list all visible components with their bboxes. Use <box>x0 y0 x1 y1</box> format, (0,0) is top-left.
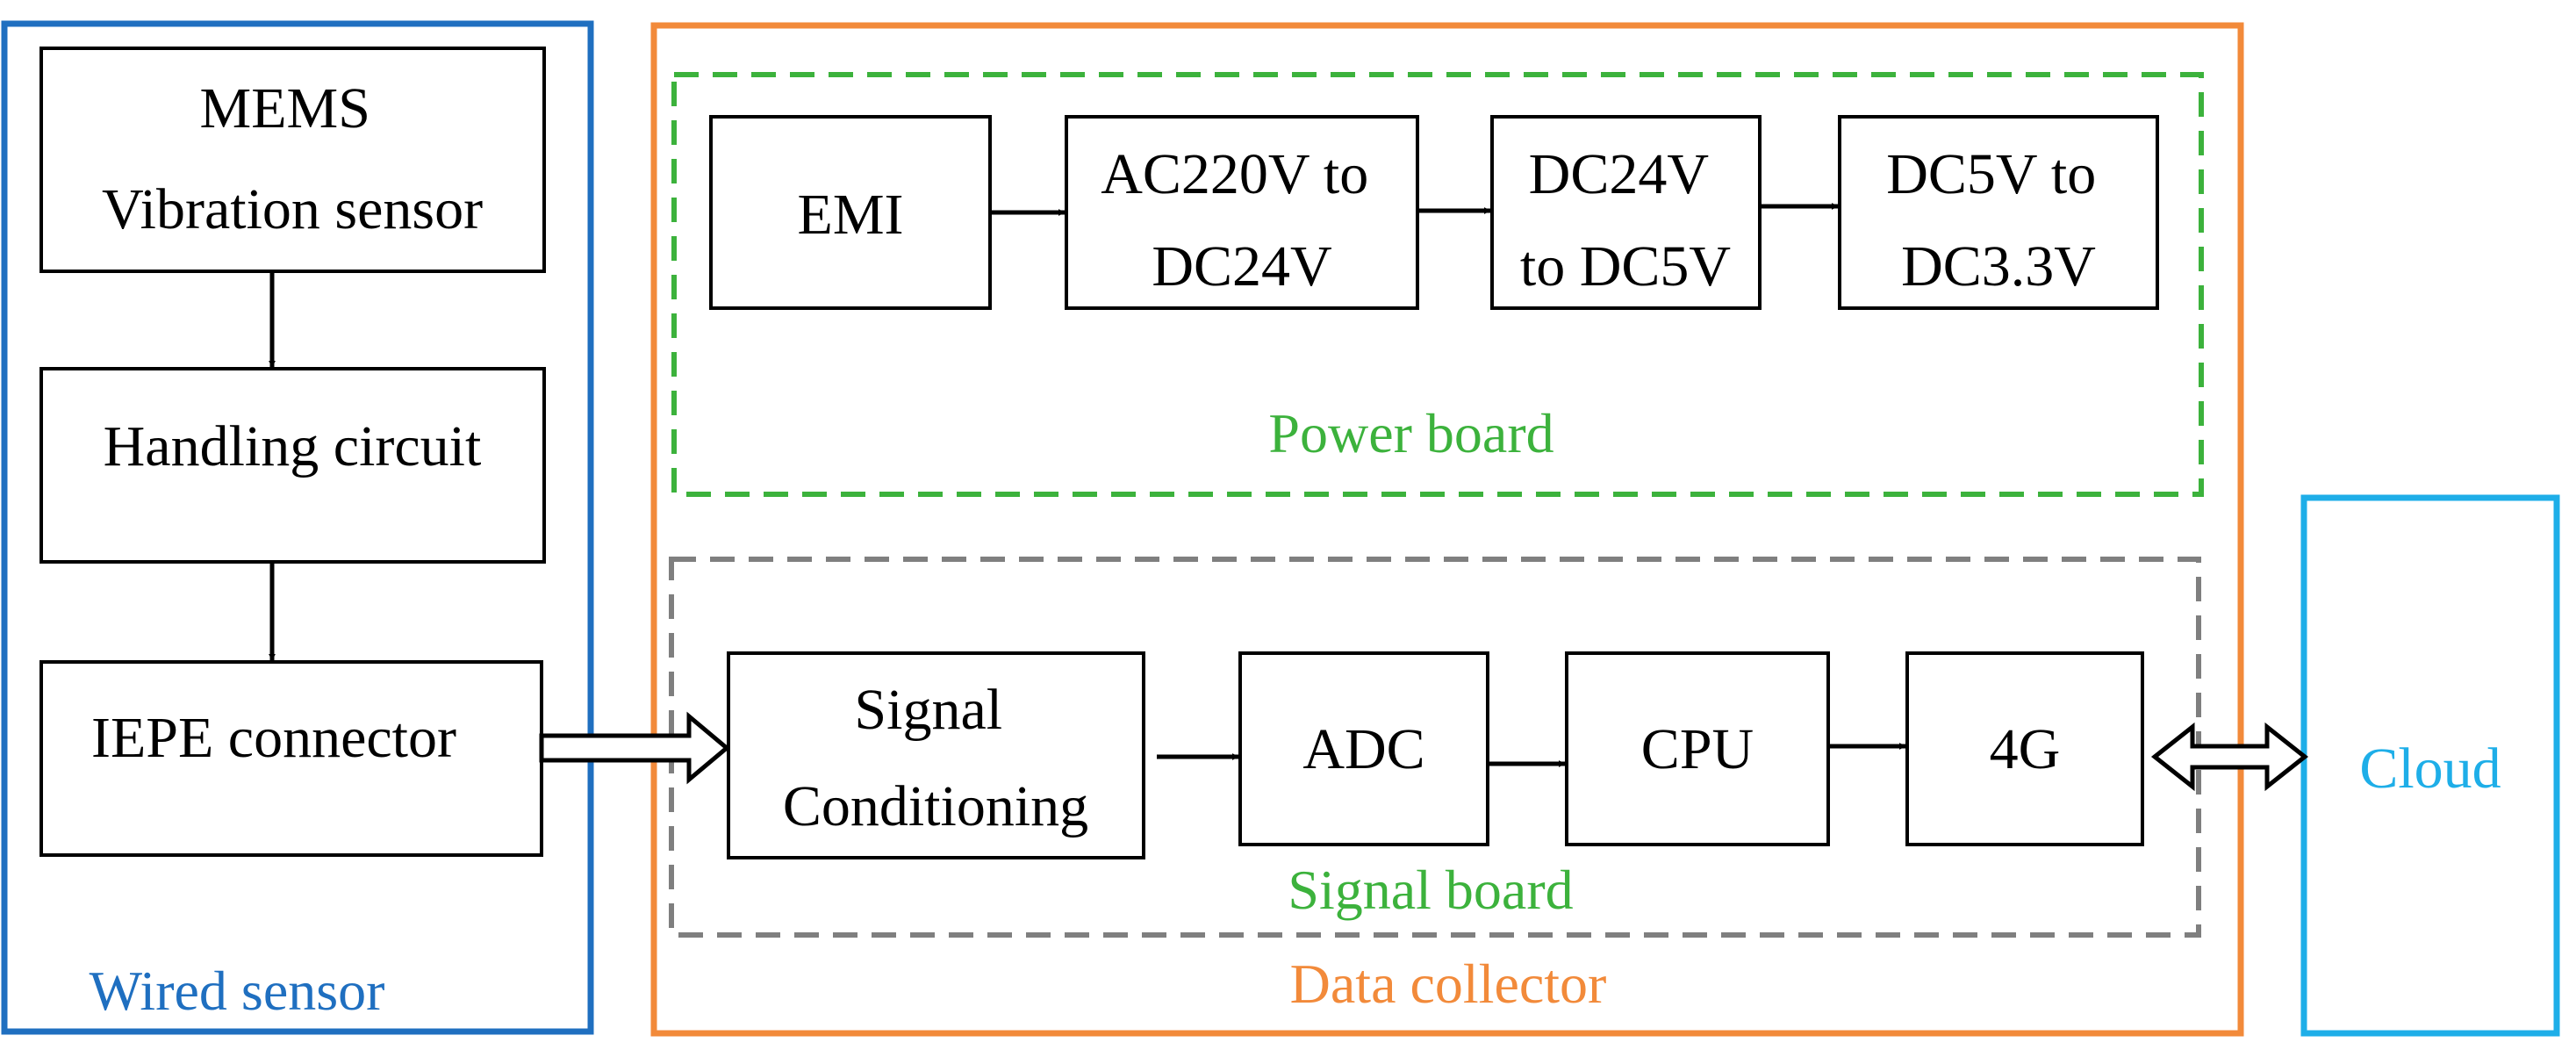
dc5-line-1: DC5V to <box>1886 142 2096 206</box>
wired-sensor-label: Wired sensor <box>90 960 385 1022</box>
mems-line-1: MEMS <box>200 76 370 140</box>
emi-text: EMI <box>798 183 904 247</box>
4g-text: 4G <box>1990 717 2061 781</box>
ac220-to-dc24-block <box>1065 115 1419 310</box>
ac220-line-2: DC24V <box>1152 234 1331 298</box>
ac220-line-1: AC220V to <box>1101 142 1368 206</box>
dc5-line-2: DC3.3V <box>1901 234 2096 298</box>
4g-block <box>1905 651 2144 846</box>
svg-text:AC220V to DC24V: AC220V to DC24V <box>1101 142 1383 298</box>
double-hollow-arrow-icon <box>2150 722 2309 792</box>
cpu-block <box>1565 651 1830 846</box>
signal-conditioning-block <box>727 651 1145 859</box>
handling-circuit-block <box>39 367 546 564</box>
dc5-to-dc33-block <box>1838 115 2159 310</box>
dc24-line-2: to DC5V <box>1520 234 1731 298</box>
svg-text:MEMS Vibration sensor: MEMS Vibration sensor <box>102 76 483 241</box>
handling-circuit-text: Handling circuit <box>104 414 482 478</box>
data-collector-label: Data collector <box>1290 953 1607 1015</box>
emi-block <box>709 115 992 310</box>
power-board-group <box>671 72 2204 497</box>
cloud-box <box>2300 494 2560 1037</box>
dc24-to-dc5-block <box>1490 115 1762 310</box>
svg-text:DC5V to DC3.3V: DC5V to DC3.3V <box>1886 142 2111 298</box>
power-board-label: Power board <box>1268 402 1553 464</box>
data-collector-group <box>650 22 2244 1037</box>
adc-block <box>1238 651 1489 846</box>
svg-text:Signal Conditioning: Signal Conditioning <box>783 678 1088 838</box>
cloud-label: Cloud <box>2359 737 2501 801</box>
iepe-connector-text: IEPE connector <box>91 706 456 770</box>
cpu-text: CPU <box>1641 717 1754 781</box>
signal-cond-line-2: Conditioning <box>783 774 1088 838</box>
adc-text: ADC <box>1302 717 1424 781</box>
signal-cond-line-1: Signal <box>854 678 1002 742</box>
mems-line-2: Vibration sensor <box>102 177 483 241</box>
mems-sensor-block <box>39 47 546 273</box>
dc24-line-1: DC24V <box>1529 142 1709 206</box>
iepe-connector-block <box>39 660 543 857</box>
wired-sensor-group <box>1 20 594 1035</box>
signal-board-label: Signal board <box>1288 859 1573 921</box>
hollow-arrow-icon <box>539 711 730 785</box>
svg-text:DC24V to DC5V: DC24V to DC5V <box>1520 142 1731 298</box>
